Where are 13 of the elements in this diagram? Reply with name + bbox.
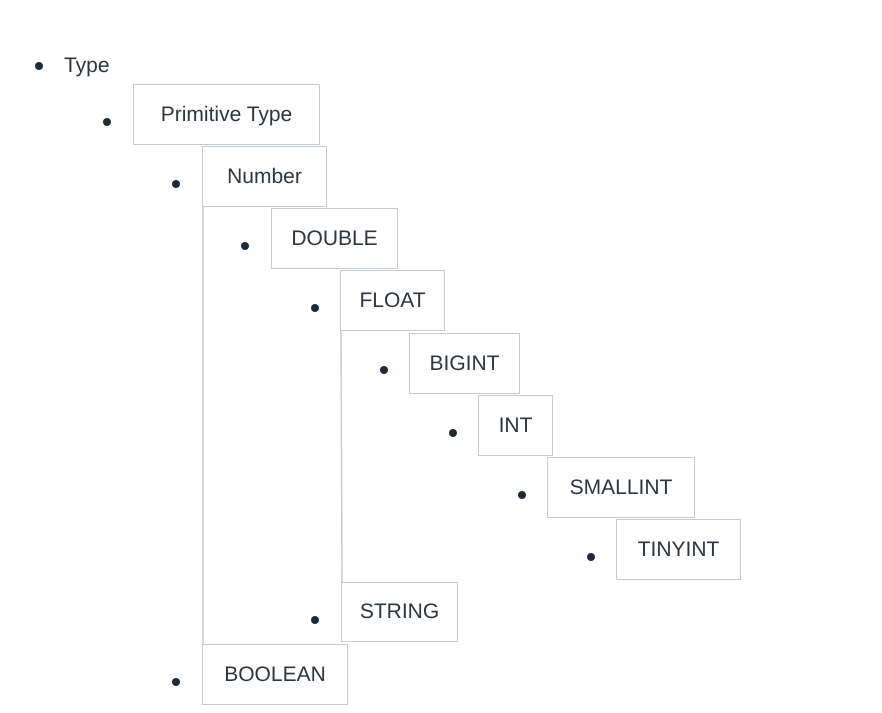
tree-root-label: Type [64, 54, 110, 78]
connector-line [202, 207, 204, 644]
type-box: DOUBLE [271, 208, 398, 269]
type-box: STRING [341, 582, 458, 642]
type-box: INT [478, 395, 553, 456]
connector-line [340, 331, 343, 582]
type-box: TINYINT [616, 519, 741, 580]
type-box: FLOAT [340, 270, 445, 331]
type-box: BOOLEAN [202, 644, 348, 705]
type-box: Number [202, 146, 327, 207]
type-box: BIGINT [409, 333, 520, 394]
type-box: SMALLINT [547, 457, 695, 518]
type-box: Primitive Type [133, 84, 320, 145]
